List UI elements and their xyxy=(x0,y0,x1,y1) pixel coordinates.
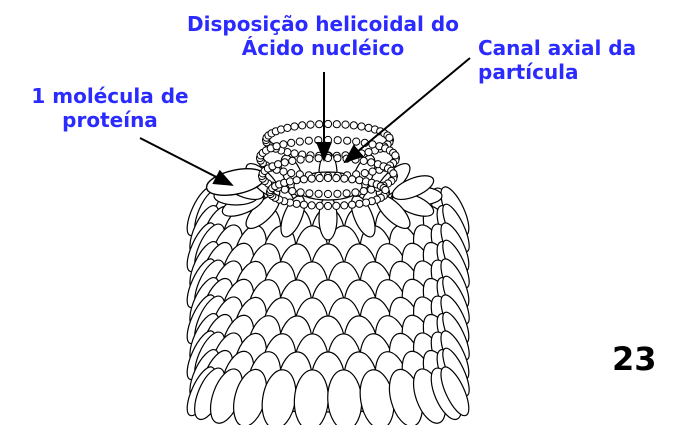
helix-coil-segment xyxy=(298,121,307,130)
helix-coil-segment xyxy=(343,136,352,145)
helix-coil-segment xyxy=(340,201,349,210)
helix-coil-segment xyxy=(315,120,324,129)
helix-coil-segment xyxy=(307,174,316,183)
helix-coil-segment xyxy=(323,135,333,145)
helix-coil-segment xyxy=(323,201,333,211)
helix-coil-segment xyxy=(287,138,296,147)
helix-coil-segment xyxy=(364,148,373,157)
helix-coil-segment xyxy=(296,188,305,197)
helix-coil-segment xyxy=(299,200,308,209)
helix-coil-segment xyxy=(305,154,314,163)
helix-coil-segment xyxy=(272,142,281,151)
protein-subunit xyxy=(440,366,470,417)
helix-coil-segment xyxy=(314,154,323,163)
helix-coil-segment xyxy=(361,198,371,207)
helix-coil-segment xyxy=(349,121,358,130)
label-helix-line-2: Ácido nucléico xyxy=(241,36,405,60)
label-helix-line-1: Disposição helicoidal do xyxy=(187,12,459,36)
helix-coil-segment xyxy=(360,169,369,178)
helix-coil-segment xyxy=(307,201,316,210)
helix-coil-segment xyxy=(323,173,333,183)
pointer-arrows xyxy=(139,57,471,186)
helix-coil-segment xyxy=(323,153,333,163)
helix-coil-segment xyxy=(274,160,283,169)
helix-coil-segment xyxy=(283,123,292,133)
helix-coil-segment xyxy=(315,174,324,183)
helix-coil-segment xyxy=(290,149,299,158)
arrow-canal xyxy=(343,57,471,164)
helix-coil-segment xyxy=(351,188,360,197)
protein-subunit-top xyxy=(391,175,435,201)
helix-coil-segment xyxy=(279,167,288,176)
helix-coil-segment xyxy=(280,158,289,167)
helix-coil-segment xyxy=(367,158,376,167)
helix-coil-segment xyxy=(332,174,341,183)
helix-coil-segment xyxy=(314,136,323,145)
label-protein-molecule: 1 molécula de proteína xyxy=(22,84,198,132)
helix-coil-segment xyxy=(359,187,368,196)
helix-coil-segment xyxy=(342,189,351,198)
helix-coil-segment xyxy=(332,120,341,129)
helix-coil-segment xyxy=(391,151,400,160)
helix-coil-segment xyxy=(357,122,366,131)
helix-coil-segment xyxy=(368,167,377,176)
helix-coil-segment xyxy=(288,187,297,196)
helix-coil-segment xyxy=(314,189,323,198)
helix-coil-segment xyxy=(296,155,305,164)
helix-coil-segment xyxy=(315,201,324,210)
arrow-protein xyxy=(139,137,234,186)
helix-coil-segment xyxy=(323,189,333,199)
helix-coil-segment xyxy=(333,189,342,198)
helix-coil-segment xyxy=(305,189,314,198)
helix-coil-segment xyxy=(306,120,315,129)
label-protein-line-1: 1 molécula de xyxy=(31,84,189,108)
helix-coil-segment xyxy=(381,185,390,195)
helix-coil-segment xyxy=(290,122,299,131)
helix-coil-segment xyxy=(323,119,333,129)
helix-coil-segment xyxy=(333,136,342,145)
helix-coil-segment xyxy=(348,175,357,184)
helix-coil-segment xyxy=(340,174,349,183)
helix-coil-segment xyxy=(385,133,394,142)
helix-coil-segment xyxy=(355,199,364,208)
label-helical-nucleic-acid: Disposição helicoidal do Ácido nucléico xyxy=(182,12,464,60)
helix-coil-segment xyxy=(304,136,313,145)
helix-coil-segment xyxy=(355,176,364,185)
helix-coil-segment xyxy=(299,175,308,184)
helix-coil-segment xyxy=(348,200,357,209)
helix-coil-segment xyxy=(292,199,301,208)
helix-coil-segment xyxy=(351,155,360,164)
label-axial-canal: Canal axial da partícula xyxy=(478,36,636,84)
helix-coil-segment xyxy=(389,169,398,178)
helix-coil-segment xyxy=(285,177,295,186)
helix-coil-segment xyxy=(352,137,361,146)
helix-coil-segment xyxy=(288,156,297,165)
page-number: 23 xyxy=(612,340,657,378)
helix-coil-segment xyxy=(292,176,301,185)
helix-coil-segment xyxy=(341,120,350,129)
label-protein-line-2: proteína xyxy=(62,108,158,132)
helix-coil-segment xyxy=(287,169,296,178)
label-canal-line-2: partícula xyxy=(478,60,579,84)
helix-coil-segment xyxy=(333,154,342,163)
label-canal-line-1: Canal axial da xyxy=(478,36,637,60)
helix-coil-segment xyxy=(295,137,304,146)
helix-coil-segment xyxy=(332,201,341,210)
nucleic-acid-helix xyxy=(255,119,401,211)
helix-coil-segment xyxy=(359,156,368,165)
capsid-body xyxy=(186,151,470,425)
helix-coil-segment xyxy=(279,140,288,149)
